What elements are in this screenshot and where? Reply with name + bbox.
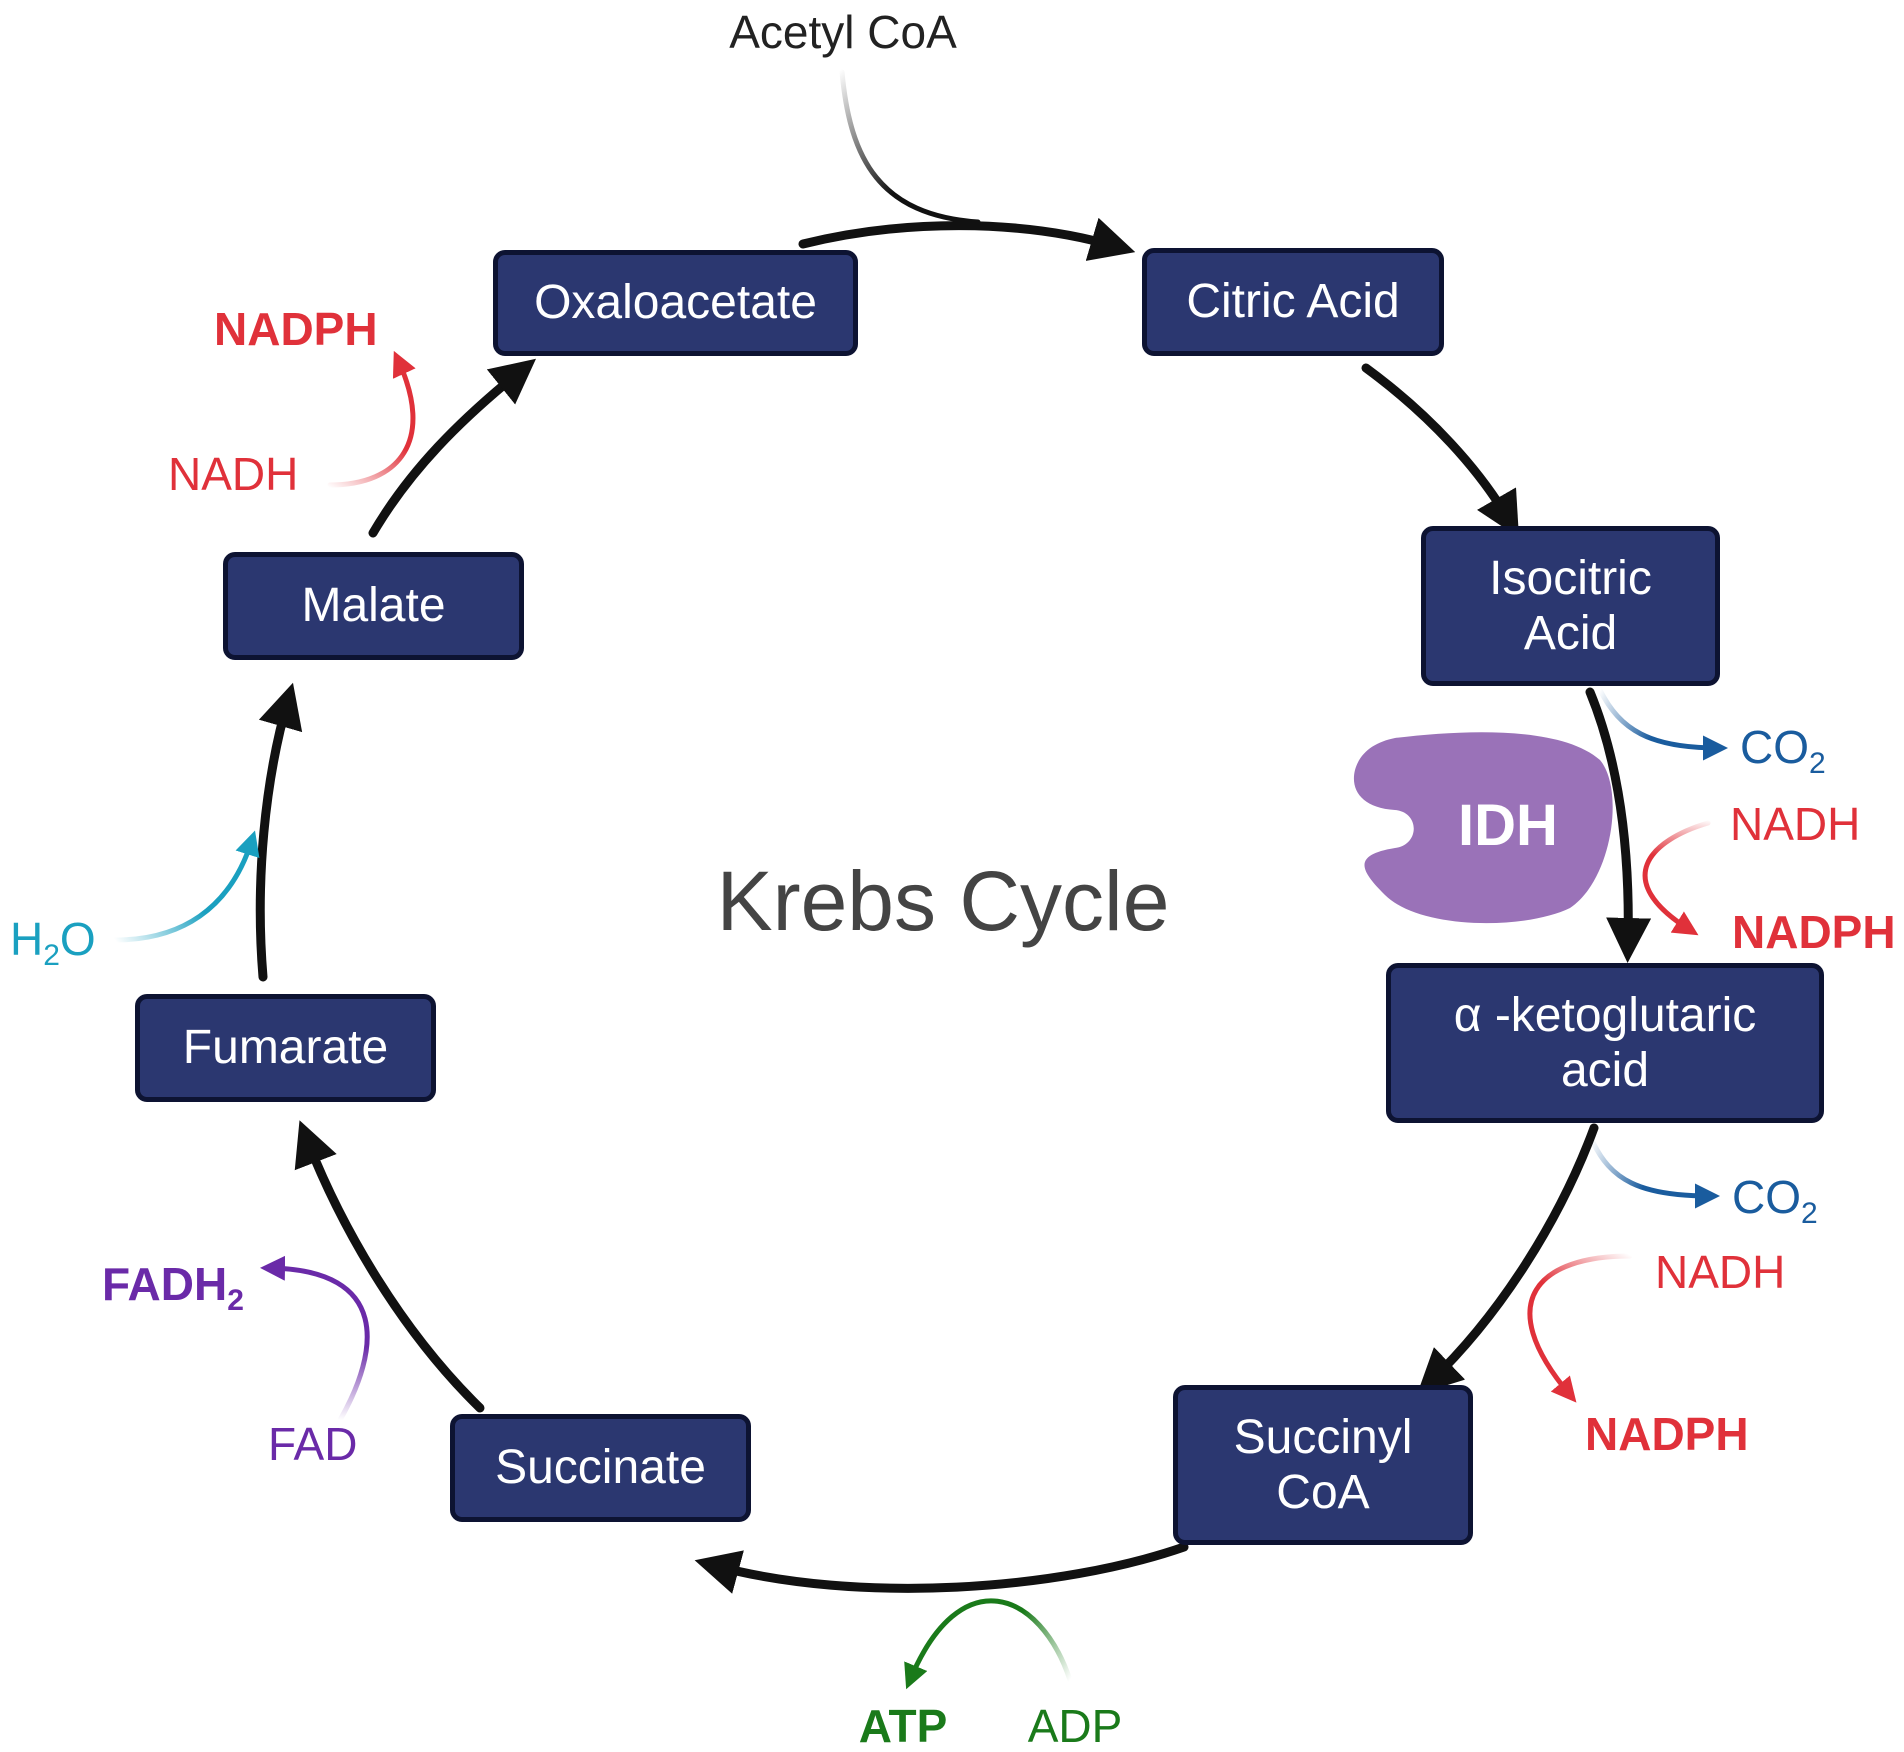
nadh-nadph-arrow-2	[1527, 1253, 1633, 1403]
nadph-label-3: NADPH	[214, 303, 378, 355]
idh-enzyme: IDH	[1353, 732, 1613, 924]
node-oxaloacetate: Oxaloacetate	[493, 250, 858, 356]
node-succinyl-coa: Succinyl CoA	[1173, 1385, 1473, 1545]
acetyl-coa-label: Acetyl CoA	[729, 6, 957, 58]
node-succinate: Succinate	[450, 1414, 751, 1522]
arrow-ketoglutaric-to-succinyl	[1416, 1123, 1599, 1395]
arrow-succinate-to-fumarate	[294, 1120, 485, 1413]
adp-label: ADP	[1028, 1700, 1123, 1752]
idh-enzyme-shape	[1353, 732, 1613, 924]
nadh-label-2: NADH	[1655, 1246, 1785, 1298]
co2-arrow-1	[1597, 687, 1728, 761]
fad-fadh2-arrow	[260, 1255, 370, 1423]
nadh-nadph-arrow-3	[327, 350, 416, 488]
atp-label: ATP	[859, 1700, 948, 1752]
arrow-isocitric-to-ketoglutaric	[1585, 687, 1652, 963]
nadph-label-2: NADPH	[1585, 1408, 1749, 1460]
fadh2-label: FADH2	[102, 1258, 244, 1317]
co2-label-2: CO2	[1732, 1171, 1818, 1230]
arrow-oxaloacetate-to-citric	[798, 217, 1136, 261]
h2o-arrow	[112, 830, 260, 943]
arrow-malate-to-oxaloacetate	[368, 358, 537, 538]
idh-label: IDH	[1458, 793, 1558, 858]
adp-atp-arrow	[904, 1598, 1073, 1690]
node-citric-acid: Citric Acid	[1142, 248, 1444, 356]
co2-label-1: CO2	[1740, 721, 1826, 780]
nadh-label-1: NADH	[1730, 798, 1860, 850]
nadph-label-1: NADPH	[1732, 906, 1896, 958]
cycle-arrows	[255, 69, 1652, 1594]
node-ketoglutaric-acid: α -ketoglutaric acid	[1386, 963, 1824, 1123]
side-arrows	[112, 350, 1728, 1690]
diagram-title: Krebs Cycle	[717, 854, 1170, 948]
arrow-fumarate-to-malate	[255, 682, 303, 982]
nadh-nadph-arrow-1	[1642, 820, 1711, 936]
node-isocitric-acid: Isocitric Acid	[1421, 526, 1720, 686]
node-malate: Malate	[223, 552, 524, 660]
arrow-succinyl-to-succinate	[694, 1542, 1189, 1594]
nadh-label-3: NADH	[168, 448, 298, 500]
co2-arrow-2	[1589, 1137, 1720, 1209]
fad-label: FAD	[268, 1418, 357, 1470]
node-fumarate: Fumarate	[135, 994, 436, 1102]
acetyl-coa-inflow	[839, 69, 981, 225]
arrow-citric-to-isocitric	[1361, 363, 1519, 538]
h2o-label: H2O	[10, 913, 96, 972]
